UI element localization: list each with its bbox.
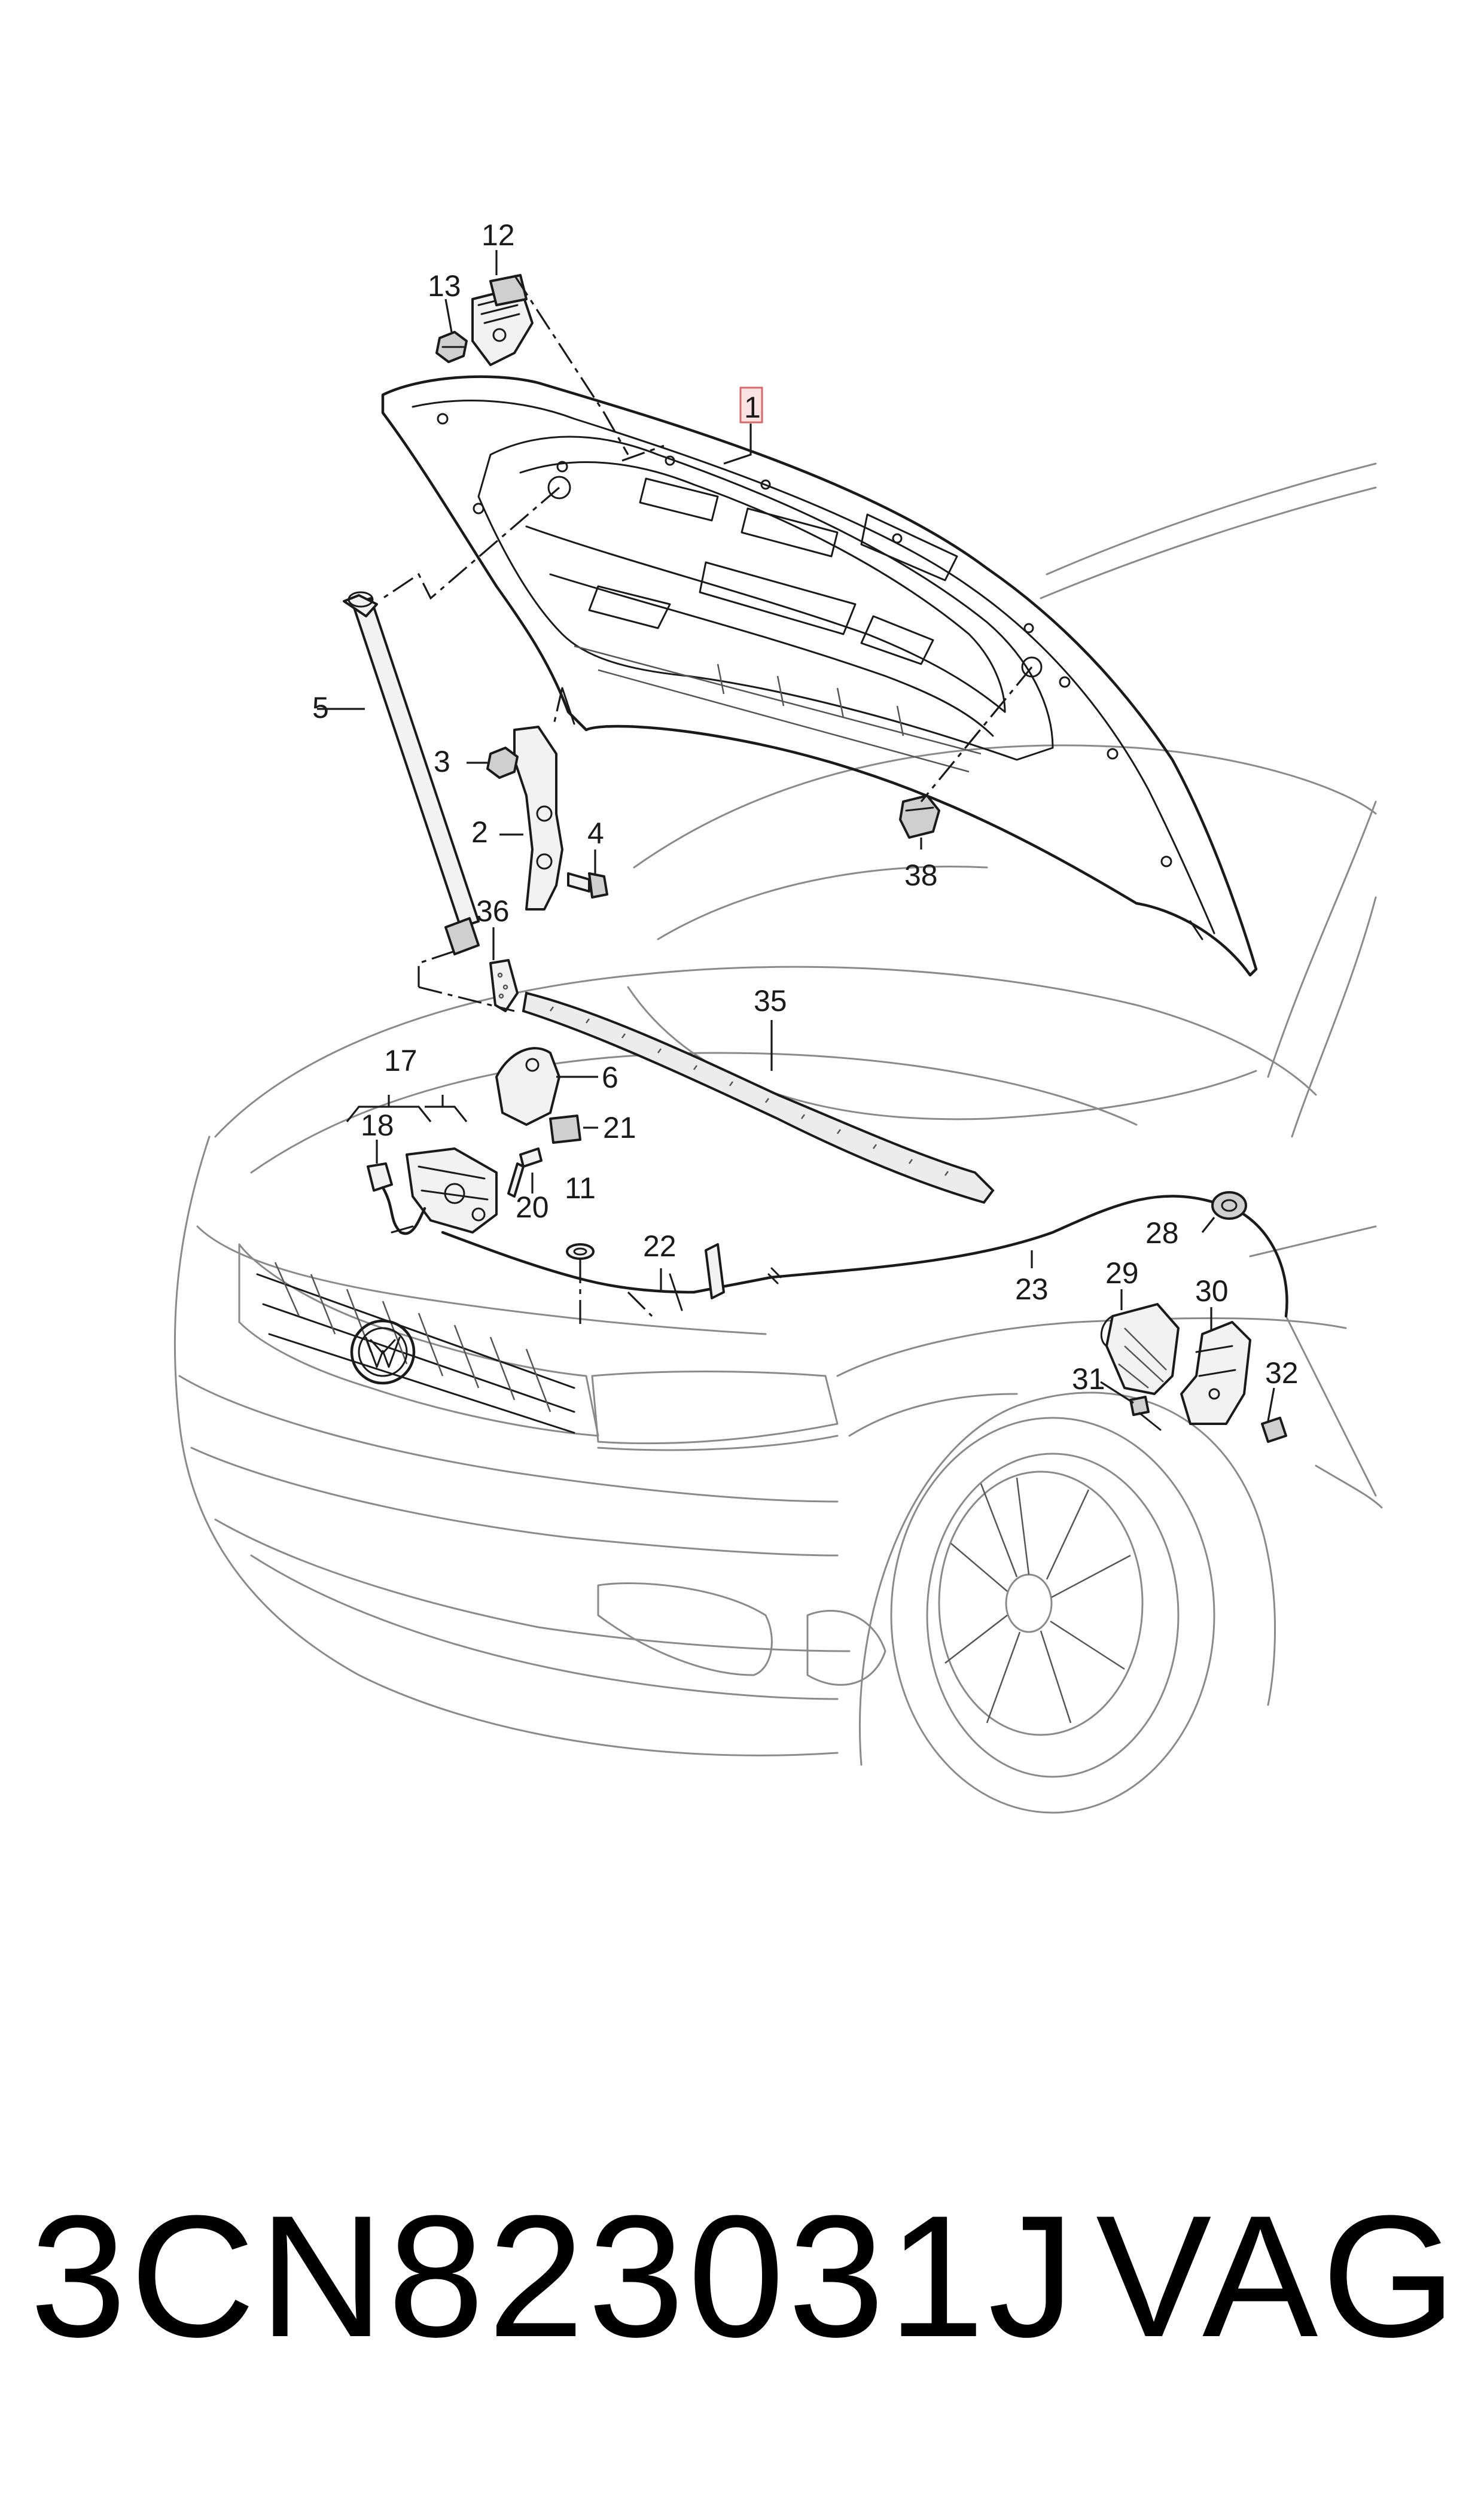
exploded-parts-diagram: 1 2 3 4 5 6 11 12 13 17 18 20 21 22 23 2… xyxy=(173,218,1383,1814)
callout-1-highlight xyxy=(739,386,763,424)
switch-part-18 xyxy=(367,1162,426,1235)
callout-6: 6 xyxy=(602,1061,618,1094)
bracket-part-36 xyxy=(489,959,519,1012)
part-number: 3CN823031J xyxy=(30,2179,1078,2373)
hinge-bracket-part-12 xyxy=(471,274,534,366)
gas-strut-part-5 xyxy=(343,591,480,955)
callout-17: 17 xyxy=(384,1044,418,1077)
nut-part-13 xyxy=(435,331,468,363)
callout-30: 30 xyxy=(1195,1274,1229,1308)
callout-23: 23 xyxy=(1015,1272,1049,1306)
clip-part-32 xyxy=(1261,1417,1287,1443)
hood-panel xyxy=(381,375,1258,977)
latch-part-17 xyxy=(406,1147,498,1234)
callout-11: 11 xyxy=(565,1171,596,1205)
callout-22: 22 xyxy=(643,1229,677,1263)
callout-labels: 1 2 3 4 5 6 11 12 13 17 18 20 21 22 23 2… xyxy=(312,218,1299,1396)
callout-28: 28 xyxy=(1145,1216,1179,1250)
release-cable-part-22 xyxy=(441,1231,773,1311)
callout-2: 2 xyxy=(471,815,488,849)
bolt-part-20 xyxy=(507,1147,543,1198)
grommet-part-28 xyxy=(1211,1191,1247,1220)
callout-38: 38 xyxy=(904,858,938,892)
pad-part-21 xyxy=(549,1115,581,1144)
callout-4: 4 xyxy=(587,817,604,850)
brand-name: VAG xyxy=(1096,2179,1460,2373)
callout-1: 1 xyxy=(744,391,761,424)
callout-13: 13 xyxy=(428,269,461,303)
leader-lines xyxy=(317,250,1275,1421)
seal-strip-part-35 xyxy=(522,991,995,1204)
callout-29: 29 xyxy=(1105,1256,1139,1290)
callout-31: 31 xyxy=(1072,1362,1105,1396)
callout-12: 12 xyxy=(482,218,515,252)
callout-5: 5 xyxy=(312,691,329,724)
callout-20: 20 xyxy=(516,1191,549,1224)
callout-35: 35 xyxy=(754,984,787,1018)
callout-36: 36 xyxy=(476,894,510,928)
callout-32: 32 xyxy=(1265,1356,1299,1390)
grommet-part-11 xyxy=(566,1243,595,1260)
latch-cover-part-6 xyxy=(495,1047,560,1126)
hinge-part-2 xyxy=(513,726,563,911)
handle-part-29 xyxy=(1100,1303,1180,1395)
nut-part-3 xyxy=(486,747,519,779)
callout-3: 3 xyxy=(434,745,450,778)
part-number-footer: 3CN823031J VAG xyxy=(0,2190,1484,2441)
callout-21: 21 xyxy=(603,1111,636,1144)
screw-part-31 xyxy=(1129,1396,1162,1431)
bracket-part-30 xyxy=(1180,1321,1251,1425)
buffer-part-38 xyxy=(899,794,940,839)
bolt-part-4 xyxy=(567,872,608,899)
vehicle-outline xyxy=(173,462,1383,1814)
callout-18: 18 xyxy=(361,1109,394,1142)
